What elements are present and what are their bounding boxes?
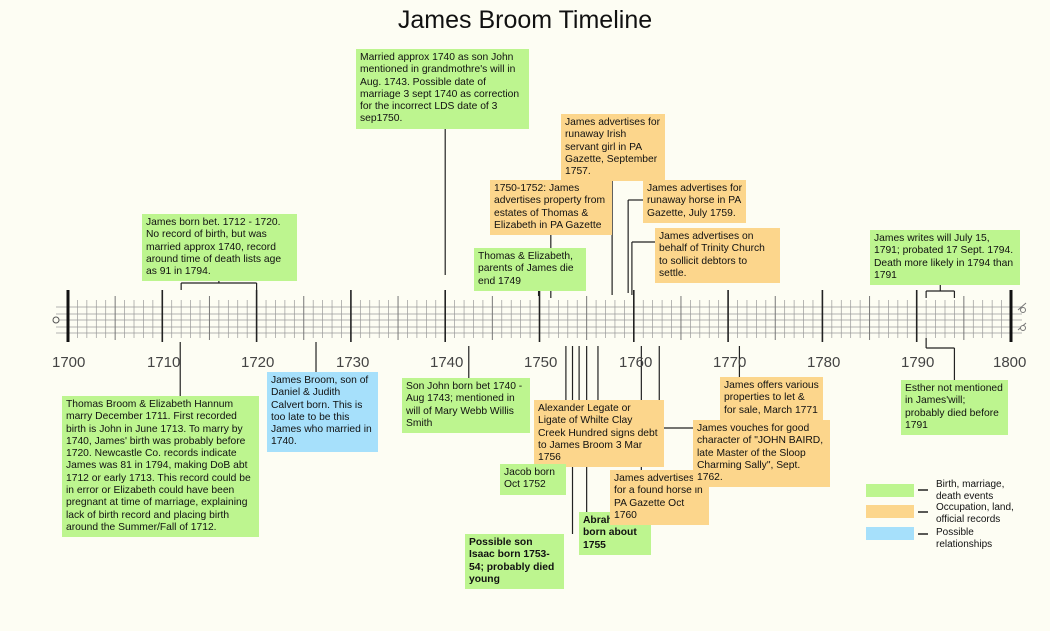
note-jacob-born: Jacob born Oct 1752 [500,464,566,495]
axis-end-circle [1020,307,1026,313]
year-label-1790: 1790 [901,354,935,371]
note-married: Married approx 1740 as son John mentione… [356,49,529,129]
note-runaway-horse: James advertises for runaway horse in PA… [643,180,746,223]
note-son-john: Son John born bet 1740 - Aug 1743; menti… [402,378,530,434]
year-label-1750: 1750 [524,354,558,371]
legend-label-birth: Birth, marriage, death events [936,479,1005,502]
note-property-1750: 1750-1752: James advertises property fro… [490,180,612,236]
axis-end-circle [1020,325,1026,331]
note-james-son-of-daniel: James Broom, son of Daniel & Judith Calv… [267,372,378,452]
note-will: James writes will July 15, 1791; probate… [870,230,1020,286]
note-trinity-church: James advertises on behalf of Trinity Ch… [655,228,780,284]
year-label-1800: 1800 [993,354,1027,371]
legend-swatch-birth [866,484,914,497]
year-label-1770: 1770 [713,354,747,371]
year-label-1710: 1710 [147,354,181,371]
legend-label-occupation: Occupation, land, official records [936,502,1014,525]
year-label-1700: 1700 [52,354,86,371]
note-alexander-legate: Alexander Legate or Ligate of Whilte Cla… [534,400,664,468]
note-irish-servant: James advertises for runaway Irish serva… [561,114,665,182]
year-label-1730: 1730 [336,354,370,371]
note-isaac-born: Possible son Isaac born 1753-54; probabl… [465,534,564,590]
note-thomas-elizabeth-marry: Thomas Broom & Elizabeth Hannum marry De… [62,396,259,538]
note-john-baird: James vouches for good character of "JOH… [693,420,830,488]
legend-swatch-relationship [866,527,914,540]
axis-start-marker [52,316,60,324]
note-found-horse: James advertises for a found horse in PA… [610,470,709,526]
year-label-1760: 1760 [619,354,653,371]
note-parents-die: Thomas & Elizabeth, parents of James die… [474,248,586,291]
legend-swatch-occupation [866,505,914,518]
timeline-ticks [66,290,1013,342]
year-label-1780: 1780 [807,354,841,371]
year-label-1740: 1740 [430,354,464,371]
note-james-born: James born bet. 1712 - 1720. No record o… [142,214,297,282]
page-title: James Broom Timeline [397,6,653,34]
legend-label-relationship: Possible relationships [936,527,993,550]
note-esther: Esther not mentioned in James'will; prob… [901,380,1008,436]
year-label-1720: 1720 [241,354,275,371]
note-offers-properties: James offers various properties to let &… [720,377,823,420]
